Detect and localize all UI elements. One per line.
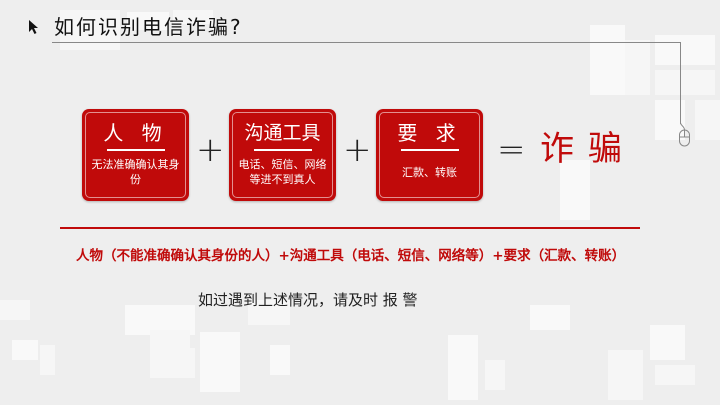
formula-text: 人物（不能准确确认其身份的人）+沟通工具（电话、短信、网络等）+要求（汇款、转账… (76, 248, 626, 264)
equals-operator: = (497, 130, 526, 170)
title-area: 如何识别电信诈骗? (28, 14, 243, 40)
plus-operator: + (196, 130, 225, 170)
box-person-heading: 人 物 (103, 121, 168, 145)
box-communication: 沟通工具 电话、短信、网络等进不到真人 (229, 109, 336, 201)
box-communication-description: 电话、短信、网络等进不到真人 (238, 158, 327, 186)
heading-underline (106, 149, 165, 151)
box-person: 人 物 无法准确确认其身份 (82, 109, 189, 201)
heading-underline (253, 149, 312, 151)
result-fraud: 诈骗 (540, 129, 636, 169)
title-underline (52, 42, 680, 43)
cursor-arrow-icon (29, 20, 38, 34)
divider-line (60, 227, 640, 229)
advice-text: 如过遇到上述情况，请及时 报 警 (198, 291, 418, 309)
slide-title: 如何识别电信诈骗? (54, 15, 243, 39)
heading-underline (400, 149, 459, 151)
box-person-description: 无法准确确认其身份 (91, 158, 180, 186)
computer-mouse-icon (679, 122, 690, 147)
box-demand-description: 汇款、转账 (402, 166, 457, 179)
mouse-cord-line (680, 42, 681, 124)
plus-operator: + (343, 130, 372, 170)
box-demand: 要 求 汇款、转账 (376, 109, 483, 201)
box-communication-heading: 沟通工具 (244, 122, 321, 144)
box-demand-heading: 要 求 (397, 121, 462, 145)
